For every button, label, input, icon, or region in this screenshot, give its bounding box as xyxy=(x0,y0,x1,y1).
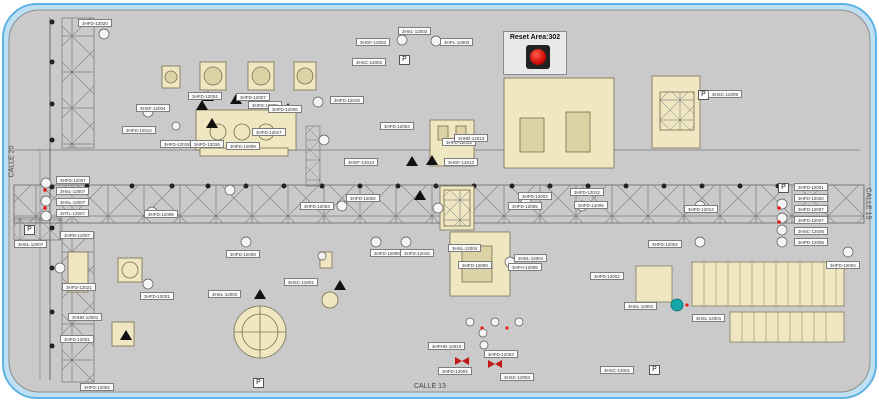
device-tag[interactable]: 3HSC-12001 xyxy=(284,278,319,286)
device-tag[interactable]: 3HSL-12004 xyxy=(448,244,482,252)
device-tag[interactable]: 3HFD-12004 xyxy=(826,261,860,269)
device-tag[interactable]: 3HFD-12006 xyxy=(268,105,302,113)
device-tag[interactable]: 3HSL-12002 xyxy=(398,27,432,35)
device-tag[interactable]: 3HHD-12001 xyxy=(68,313,103,321)
device-tag[interactable]: 3HFD-12001 xyxy=(60,335,94,343)
device-tag[interactable]: 3HSC-12005 xyxy=(794,227,829,235)
device-tag[interactable]: 3HFD-12012 xyxy=(570,188,604,196)
device-tag[interactable]: 3HFD-12004 xyxy=(188,92,222,100)
device-tag[interactable]: 3HFD-12003 xyxy=(484,350,518,358)
device-tag[interactable]: 3HFD-12004 xyxy=(648,240,682,248)
device-tag[interactable]: 3HFD-12006 xyxy=(574,201,608,209)
device-tag[interactable]: 3HFD-12002 xyxy=(80,383,114,391)
device-tag[interactable]: 3HPHD-12010 xyxy=(428,342,466,350)
device-tag[interactable]: 3HFD-12003 xyxy=(380,122,414,130)
device-tag[interactable]: 3HPD-12005 xyxy=(794,238,829,246)
device-tag[interactable]: 3HSL-12004 xyxy=(514,254,548,262)
device-tag[interactable]: 3HFD-12008 xyxy=(144,210,178,218)
device-tag[interactable]: 3HFD-12003 xyxy=(300,202,334,210)
alarm-light-icon xyxy=(530,49,546,65)
device-tag[interactable]: 3HFD-12019 xyxy=(330,96,364,104)
right-skid xyxy=(503,75,701,169)
reset-button[interactable] xyxy=(526,45,550,69)
device-tag[interactable]: 3HFD-12007 xyxy=(236,93,270,101)
device-tag[interactable]: 3HSL-12001 xyxy=(624,302,658,310)
device-tag[interactable]: 3HFD-12001 xyxy=(794,183,828,191)
p-marker[interactable]: P xyxy=(24,225,35,235)
device-tag[interactable]: 3HSF-12004 xyxy=(136,104,170,112)
device-tag[interactable]: 3HFD-12003 xyxy=(518,192,552,200)
device-tag[interactable]: 3HSL-12002 xyxy=(208,290,242,298)
p-marker[interactable]: P xyxy=(253,378,264,388)
street-label-left: CALLE 20 xyxy=(8,145,16,178)
device-tag[interactable]: 3HFD-12002 xyxy=(794,194,828,202)
device-tag[interactable]: 3HFD-12008 xyxy=(226,250,260,258)
device-tag[interactable]: 3HFD-12021 xyxy=(62,283,96,291)
device-tag[interactable]: 3HFD-12009 xyxy=(370,249,404,257)
battery-banks xyxy=(635,261,845,343)
device-tag[interactable]: 3HSL-12007 xyxy=(56,198,90,206)
device-tag[interactable]: 3HSC-12009 xyxy=(708,90,743,98)
center-truss xyxy=(305,125,321,187)
device-tag[interactable]: 3HSL-12007 xyxy=(56,187,90,195)
p-marker[interactable]: P xyxy=(778,183,789,193)
reset-area-panel[interactable]: Reset Area:302 xyxy=(503,31,567,75)
device-tag[interactable]: 3HFD-12007 xyxy=(56,176,90,184)
device-tag[interactable]: 3HHD-12013 xyxy=(454,134,489,142)
device-tag[interactable]: 3HFD-12020 xyxy=(78,19,112,27)
street-label-bottom: CALLE 13 xyxy=(414,383,446,390)
device-tag[interactable]: 3HSC-12001 xyxy=(600,366,635,374)
device-tag[interactable]: 3HFD-12009 xyxy=(458,261,492,269)
device-tag[interactable]: 3HFD-12015 xyxy=(400,249,434,257)
device-tag[interactable]: 3HFD-12007 xyxy=(794,216,828,224)
device-tag[interactable]: 3HFD-12013 xyxy=(684,205,718,213)
red-indicators xyxy=(43,188,781,330)
device-tag[interactable]: 3HFD-12016 xyxy=(190,140,224,148)
device-tag[interactable]: 3HPL-12003 xyxy=(440,38,474,46)
detectors xyxy=(40,28,854,350)
device-tag[interactable]: 3HFD-12007 xyxy=(794,205,828,213)
device-tag[interactable]: 3HFD-12002 xyxy=(590,272,624,280)
left-rack-top xyxy=(61,17,95,149)
p-marker[interactable]: P xyxy=(399,55,410,65)
device-tag[interactable]: 3HFD-12005 xyxy=(508,202,542,210)
device-tag[interactable]: 3HGF-12003 xyxy=(356,38,391,46)
round-tank xyxy=(67,251,339,359)
device-tag[interactable]: 3HGF-12013 xyxy=(444,158,479,166)
device-tag[interactable]: 3HPD-12007 xyxy=(60,231,95,239)
device-tag[interactable]: 3HTL-12007 xyxy=(56,209,90,217)
device-tag[interactable]: 3HFD-12001 xyxy=(140,292,174,300)
device-tag[interactable]: 3HFD-12004 xyxy=(438,367,472,375)
device-tag[interactable]: 3HFD-12017 xyxy=(252,128,286,136)
device-tag[interactable]: 3HSC-12004 xyxy=(500,373,535,381)
street-label-right: CALLE 15 xyxy=(864,187,872,220)
device-tag[interactable]: 3HGF-12013 xyxy=(344,158,379,166)
top-tanks xyxy=(161,61,317,91)
device-tag[interactable]: 3HSC-12003 xyxy=(352,58,387,66)
teal-node xyxy=(670,298,684,312)
red-valves xyxy=(455,357,502,368)
device-tag[interactable]: 3HSL-12007 xyxy=(14,240,48,248)
p-marker[interactable]: P xyxy=(649,365,660,375)
device-tag[interactable]: 3HFD-12018 xyxy=(160,140,194,148)
device-tag[interactable]: 3HFH-12008 xyxy=(508,263,542,271)
device-tag[interactable]: 3HFD-12002 xyxy=(346,194,380,202)
device-tag[interactable]: 3HFD-12009 xyxy=(226,142,260,150)
rack-posts xyxy=(49,19,781,349)
device-tag[interactable]: 3HFD-12014 xyxy=(122,126,156,134)
device-tag[interactable]: 3HSL-12001 xyxy=(692,314,726,322)
reset-area-label: Reset Area:302 xyxy=(509,34,561,41)
